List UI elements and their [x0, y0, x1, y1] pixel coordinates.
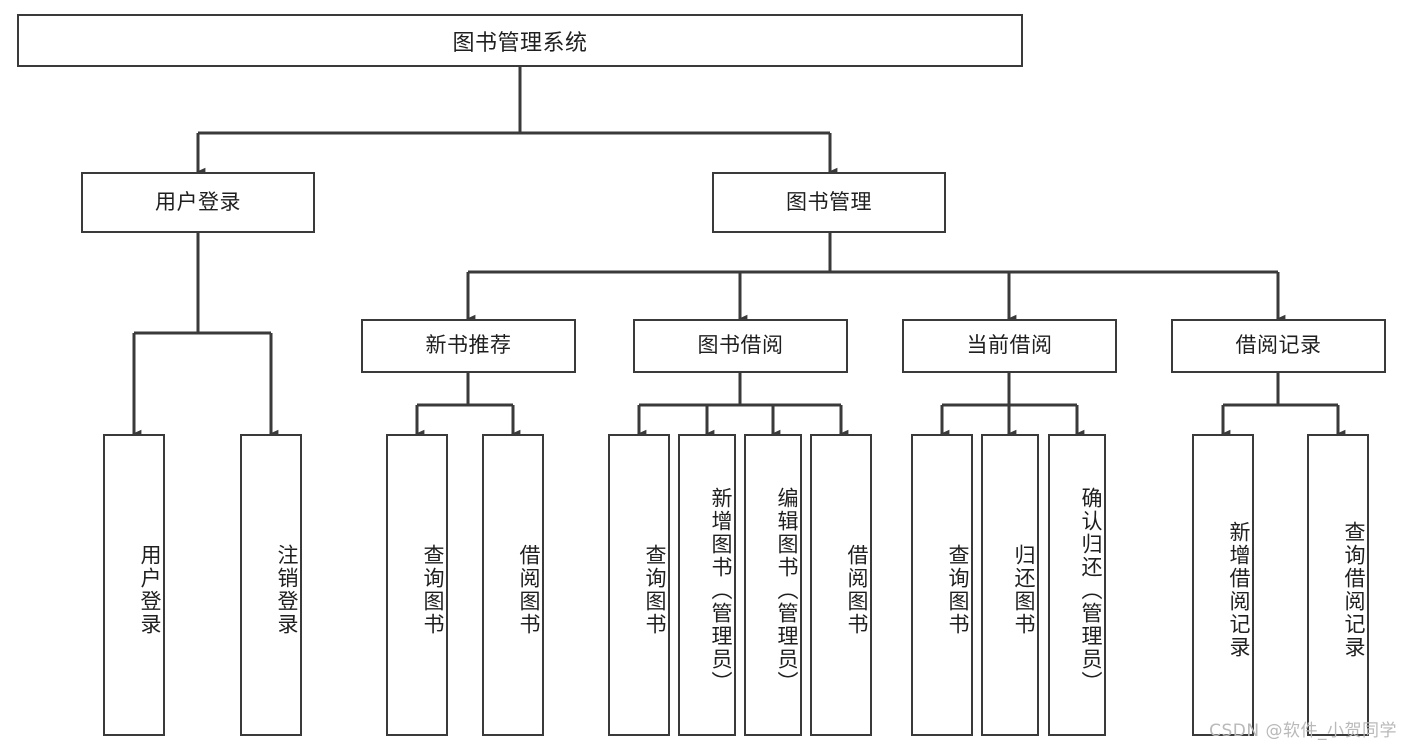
node-label: 确认归还（管理员）	[1079, 486, 1103, 694]
leaf-borrow-query-book[interactable]: 查询图书	[608, 434, 670, 736]
node-label: 新书推荐	[425, 333, 512, 358]
leaf-recommend-borrow-book[interactable]: 借阅图书	[482, 434, 544, 736]
leaf-record-add-record[interactable]: 新增借阅记录	[1192, 434, 1254, 736]
watermark-text: CSDN @软件_小贺同学	[1209, 721, 1397, 741]
node-label: 借阅记录	[1235, 333, 1322, 358]
leaf-borrow-edit-book-admin[interactable]: 编辑图书（管理员）	[744, 434, 802, 736]
node-label: 用户登录	[138, 544, 162, 636]
node-label: 编辑图书（管理员）	[775, 486, 799, 694]
node-label: 查询图书	[421, 544, 445, 636]
node-label: 借阅图书	[517, 544, 541, 636]
node-label: 新增借阅记录	[1227, 521, 1251, 659]
node-label: 新增图书（管理员）	[709, 486, 733, 694]
node-new-book-recommend[interactable]: 新书推荐	[361, 319, 576, 373]
node-user-login[interactable]: 用户登录	[81, 172, 315, 233]
leaf-borrow-borrow-book[interactable]: 借阅图书	[810, 434, 872, 736]
node-root-system[interactable]: 图书管理系统	[17, 14, 1023, 67]
node-label: 图书管理	[786, 189, 872, 214]
node-label: 查询图书	[643, 544, 667, 636]
leaf-current-confirm-return-admin[interactable]: 确认归还（管理员）	[1048, 434, 1106, 736]
node-label: 图书管理系统	[452, 30, 588, 56]
leaf-recommend-query-book[interactable]: 查询图书	[386, 434, 448, 736]
leaf-borrow-add-book-admin[interactable]: 新增图书（管理员）	[678, 434, 736, 736]
node-borrow-record[interactable]: 借阅记录	[1171, 319, 1386, 373]
node-label: 归还图书	[1012, 544, 1036, 636]
node-current-borrow[interactable]: 当前借阅	[902, 319, 1117, 373]
leaf-current-return-book[interactable]: 归还图书	[981, 434, 1039, 736]
node-book-management[interactable]: 图书管理	[712, 172, 946, 233]
node-label: 注销登录	[275, 544, 299, 636]
leaf-user-login-signout[interactable]: 注销登录	[240, 434, 302, 736]
leaf-current-query-book[interactable]: 查询图书	[911, 434, 973, 736]
node-label: 借阅图书	[845, 544, 869, 636]
node-label: 当前借阅	[966, 333, 1053, 358]
leaf-user-login-signin[interactable]: 用户登录	[103, 434, 165, 736]
leaf-record-query-record[interactable]: 查询借阅记录	[1307, 434, 1369, 736]
node-label: 查询借阅记录	[1342, 521, 1366, 659]
node-book-borrow[interactable]: 图书借阅	[633, 319, 848, 373]
node-label: 用户登录	[155, 189, 241, 214]
node-label: 图书借阅	[697, 333, 784, 358]
node-label: 查询图书	[946, 544, 970, 636]
